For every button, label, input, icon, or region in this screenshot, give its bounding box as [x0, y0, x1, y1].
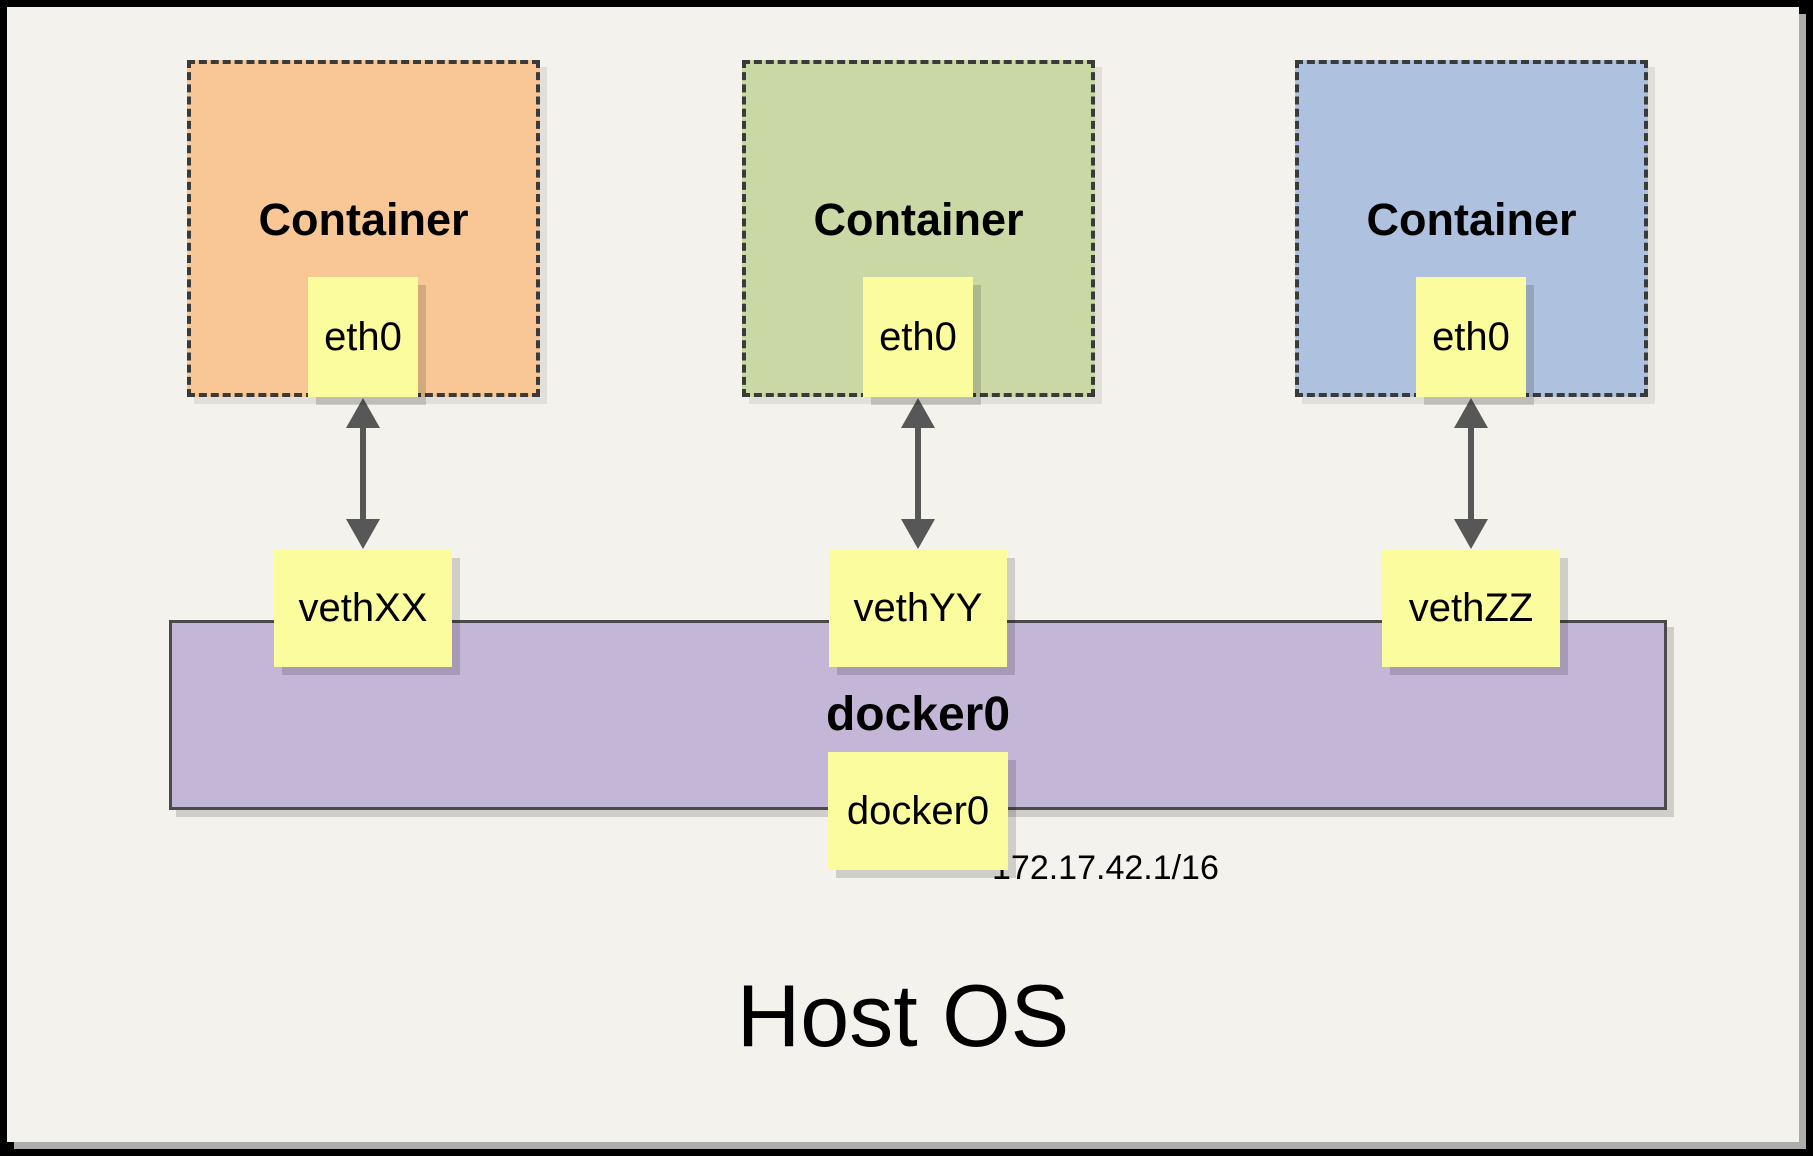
container-1-eth0-interface-box: eth0: [308, 277, 418, 397]
container-2-eth0-interface-box: eth0: [863, 277, 973, 397]
arrow-shaft: [915, 428, 921, 519]
container-1-title: Container: [258, 194, 469, 245]
vethzz-interface-box: vethZZ: [1382, 550, 1560, 667]
diagram-canvas: Container Container Container eth0 eth0 …: [7, 7, 1799, 1142]
vethxx-label: vethXX: [298, 586, 428, 630]
arrow-down-icon: [346, 519, 380, 549]
arrow-down-icon: [1454, 519, 1488, 549]
veth-pair-arrow-1: [346, 398, 380, 549]
container-1-eth0-label: eth0: [324, 314, 402, 359]
vethxx-interface-box: vethXX: [274, 550, 452, 667]
arrow-up-icon: [901, 398, 935, 428]
container-3-eth0-label: eth0: [1432, 314, 1510, 359]
container-2-eth0-label: eth0: [879, 314, 957, 359]
arrow-up-icon: [1454, 398, 1488, 428]
arrow-shaft: [360, 428, 366, 519]
veth-pair-arrow-3: [1454, 398, 1488, 549]
veth-pair-arrow-2: [901, 398, 935, 549]
docker0-interface-label: docker0: [846, 788, 990, 833]
host-os-label: Host OS: [736, 966, 1070, 1065]
container-3-eth0-interface-box: eth0: [1416, 277, 1526, 397]
arrow-shaft: [1468, 428, 1474, 519]
vethyy-label: vethYY: [853, 586, 983, 630]
bridge-ip-label: 172.17.42.1/16: [992, 849, 1219, 887]
vethzz-label: vethZZ: [1408, 586, 1534, 630]
container-2-title: Container: [813, 194, 1024, 245]
docker0-interface-box: docker0: [828, 752, 1008, 870]
container-3-title: Container: [1366, 194, 1577, 245]
vethyy-interface-box: vethYY: [829, 550, 1007, 667]
arrow-down-icon: [901, 519, 935, 549]
docker0-bridge-label: docker0: [825, 688, 1011, 741]
arrow-up-icon: [346, 398, 380, 428]
